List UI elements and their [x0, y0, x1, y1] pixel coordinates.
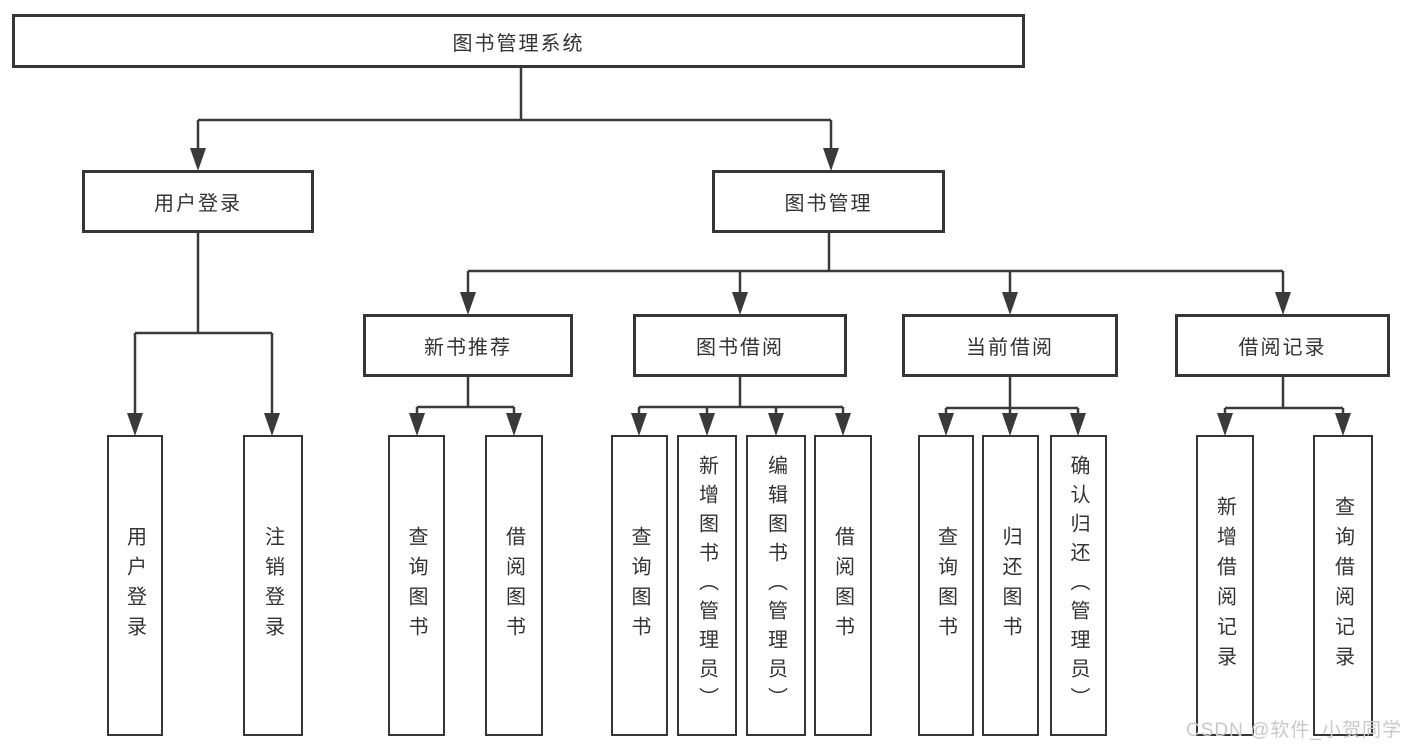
- leaf-edit-books-admin: 编辑图书（管理员）: [746, 435, 806, 736]
- node-current-borrow-label: 当前借阅: [966, 337, 1054, 359]
- leaf-label: 归还图书: [999, 525, 1021, 646]
- leaf-label: 查询图书: [405, 525, 427, 646]
- node-user-login: 用户登录: [82, 170, 314, 233]
- leaf-add-books-admin: 新增图书（管理员）: [677, 435, 737, 736]
- leaf-query-borrow-record: 查询借阅记录: [1313, 435, 1373, 736]
- leaf-query-books-3: 查询图书: [918, 435, 974, 736]
- node-user-login-label: 用户登录: [154, 193, 242, 215]
- leaf-label: 用户登录: [123, 525, 146, 646]
- leaf-return-books: 归还图书: [982, 435, 1039, 736]
- leaf-borrow-books-1: 借阅图书: [485, 435, 543, 736]
- node-root: 图书管理系统: [12, 14, 1025, 68]
- leaf-label: 借阅图书: [831, 525, 854, 646]
- leaf-label: 确认归还（管理员）: [1067, 455, 1089, 716]
- node-root-label: 图书管理系统: [452, 32, 585, 55]
- leaf-add-borrow-record: 新增借阅记录: [1196, 435, 1254, 736]
- node-book-borrow: 图书借阅: [633, 314, 847, 377]
- csdn-watermark: CSDN @软件_小贺同学: [1186, 720, 1402, 741]
- leaf-label: 编辑图书（管理员）: [764, 455, 787, 716]
- leaf-query-books-1: 查询图书: [388, 435, 445, 736]
- leaf-label: 借阅图书: [502, 525, 525, 646]
- node-new-book-recommend-label: 新书推荐: [424, 337, 512, 359]
- leaf-label: 新增借阅记录: [1213, 495, 1236, 676]
- leaf-label: 新增图书（管理员）: [695, 455, 718, 716]
- node-borrow-records-label: 借阅记录: [1238, 337, 1327, 359]
- node-new-book-recommend: 新书推荐: [363, 314, 573, 377]
- leaf-logout: 注销登录: [243, 435, 303, 736]
- leaf-label: 查询图书: [934, 525, 957, 646]
- leaf-label: 查询借阅记录: [1331, 495, 1354, 676]
- leaf-query-books-2: 查询图书: [611, 435, 668, 736]
- leaf-borrow-books-2: 借阅图书: [814, 435, 872, 736]
- node-borrow-records: 借阅记录: [1175, 314, 1390, 377]
- node-book-management: 图书管理: [712, 170, 945, 233]
- leaf-label: 查询图书: [628, 525, 650, 646]
- node-current-borrow: 当前借阅: [902, 314, 1118, 377]
- leaf-label: 注销登录: [261, 525, 284, 646]
- leaf-user-login: 用户登录: [107, 435, 163, 736]
- leaf-confirm-return-admin: 确认归还（管理员）: [1050, 435, 1107, 736]
- node-book-borrow-label: 图书借阅: [696, 337, 784, 359]
- node-book-management-label: 图书管理: [784, 193, 873, 215]
